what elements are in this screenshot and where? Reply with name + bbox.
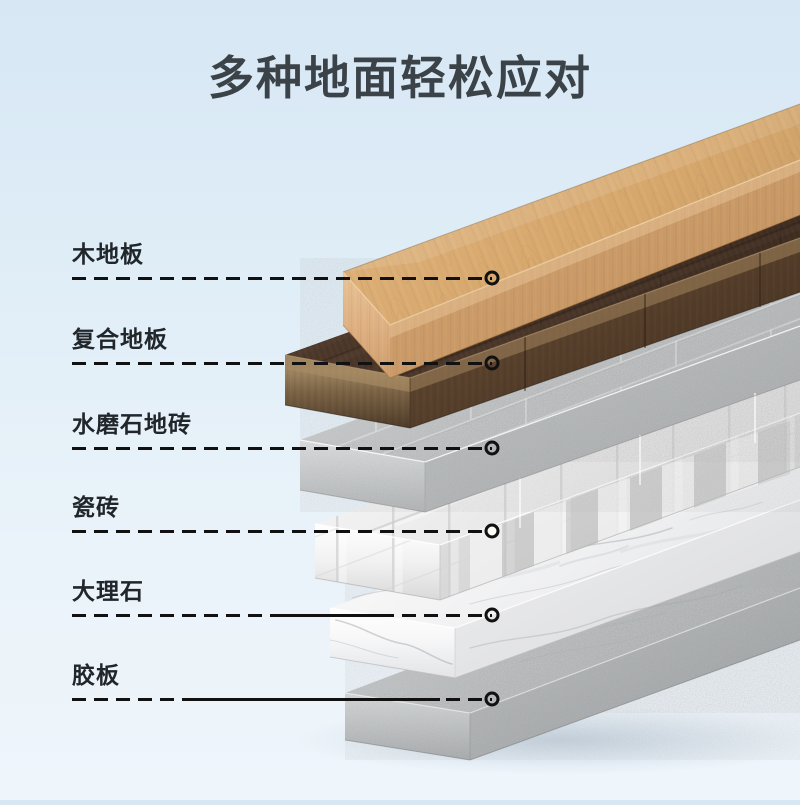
layer-slab-terrazzo bbox=[299, 258, 800, 528]
callout-label-3: 水磨石地砖 bbox=[72, 411, 192, 437]
layer-slab-ceramic bbox=[314, 346, 800, 601]
callout-solid-5 bbox=[272, 614, 380, 617]
layer-slab-laminate bbox=[284, 170, 800, 429]
callout-dash-3 bbox=[72, 447, 492, 450]
callout-dash-4 bbox=[72, 530, 492, 533]
page-title: 多种地面轻松应对 bbox=[208, 52, 592, 104]
callout-marker-2 bbox=[484, 355, 500, 371]
callout-marker-1 bbox=[484, 270, 500, 286]
callout-label-2: 复合地板 bbox=[72, 326, 168, 352]
callout-dash-1 bbox=[72, 277, 492, 280]
callout-label-4: 瓷砖 bbox=[72, 494, 120, 520]
layer-slab-rubber bbox=[344, 521, 800, 761]
callout-dash-2 bbox=[72, 362, 492, 365]
callout-marker-3 bbox=[484, 440, 500, 456]
callout-label-1: 木地板 bbox=[72, 241, 144, 267]
ground-shadow bbox=[295, 706, 800, 774]
layer-slab-oak bbox=[342, 103, 800, 379]
callout-solid-6 bbox=[190, 698, 440, 701]
callout-label-6: 胶板 bbox=[72, 662, 120, 688]
callout-marker-5 bbox=[484, 607, 500, 623]
callout-label-5: 大理石 bbox=[72, 578, 144, 604]
callout-marker-4 bbox=[484, 523, 500, 539]
callout-marker-6 bbox=[484, 691, 500, 707]
layer-slab-marble bbox=[329, 434, 800, 679]
